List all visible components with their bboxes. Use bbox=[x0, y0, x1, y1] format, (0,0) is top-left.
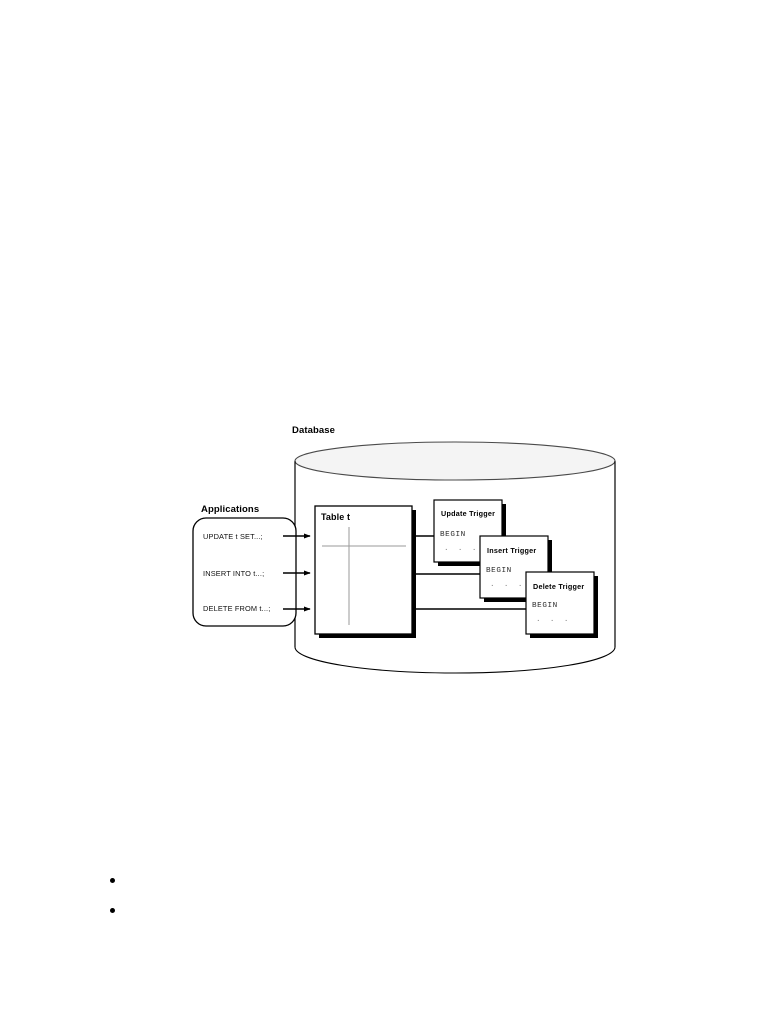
bullet-point-icon bbox=[110, 908, 115, 913]
cylinder-top-ellipse bbox=[294, 441, 616, 481]
update-trigger-begin-keyword: BEGIN bbox=[440, 531, 466, 539]
list-item bbox=[110, 906, 510, 936]
delete-trigger-begin-keyword: BEGIN bbox=[532, 602, 558, 610]
insert-trigger-ellipsis: . . . bbox=[490, 581, 525, 589]
list-item bbox=[110, 876, 510, 906]
delete-trigger-outline bbox=[525, 571, 595, 635]
applications-box bbox=[192, 517, 297, 627]
sql-statement-update: UPDATE t SET...; bbox=[203, 532, 263, 541]
bullet-list bbox=[110, 876, 510, 936]
sql-statement-delete: DELETE FROM t...; bbox=[203, 604, 271, 613]
insert-trigger-title: Insert Trigger bbox=[487, 546, 537, 555]
table-box-outline bbox=[314, 505, 413, 635]
delete-trigger-ellipsis: . . . bbox=[536, 616, 571, 624]
database-label: Database bbox=[292, 425, 336, 436]
table-label: Table t bbox=[321, 512, 351, 522]
applications-box-outline bbox=[192, 517, 297, 627]
bullet-point-icon bbox=[110, 878, 115, 883]
delete-trigger-title: Delete Trigger bbox=[533, 582, 585, 591]
sql-statement-insert: INSERT INTO t...; bbox=[203, 569, 265, 578]
table-box bbox=[314, 505, 416, 638]
insert-trigger-begin-keyword: BEGIN bbox=[486, 567, 512, 575]
applications-label: Applications bbox=[201, 504, 260, 515]
arrows-applications-to-table bbox=[283, 533, 311, 612]
delete-trigger-box bbox=[525, 571, 598, 638]
update-trigger-title: Update Trigger bbox=[441, 509, 496, 518]
update-trigger-ellipsis: . . . bbox=[444, 545, 479, 553]
